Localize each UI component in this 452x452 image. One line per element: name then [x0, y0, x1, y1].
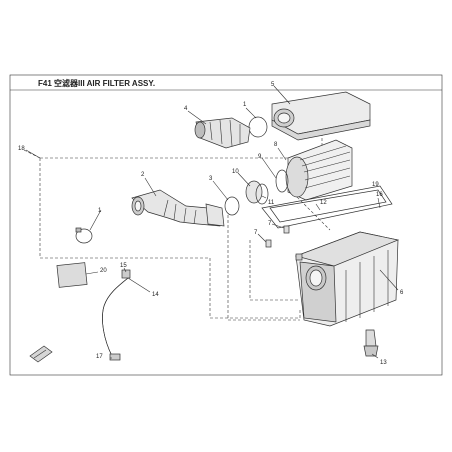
- air-box-housing: [294, 231, 400, 327]
- assembly-bracket-18-top: [23, 149, 41, 159]
- diagram-frame: [9, 74, 443, 376]
- callout-11: 11: [268, 200, 275, 206]
- callout-19: 19: [372, 182, 379, 188]
- hose-clamp-3: [224, 196, 240, 216]
- callout-13: 13: [380, 360, 387, 366]
- callout-9: 9: [258, 154, 262, 160]
- callout-10: 10: [232, 169, 239, 175]
- leader-lines: [25, 85, 399, 359]
- assembly-line-a: [227, 215, 300, 321]
- callout-16: 16: [376, 192, 383, 198]
- filter-gasket-frame: [261, 185, 393, 229]
- warning-label: [56, 262, 88, 288]
- callout-8: 8: [274, 142, 278, 148]
- hose-clamp-lower: [75, 227, 93, 244]
- callout-6: 6: [400, 290, 404, 296]
- intake-duct: [131, 189, 225, 227]
- drain-valve: [363, 329, 379, 357]
- assembly-line-b: [249, 240, 300, 301]
- hose-clamp-upper: [248, 116, 268, 138]
- callout-7-lower: 7: [254, 230, 258, 236]
- callout-15: 15: [120, 263, 127, 269]
- callout-1-upper: 1: [243, 102, 247, 108]
- front-direction-arrow: [29, 345, 53, 363]
- assembly-line-c: [289, 189, 331, 231]
- callout-4: 4: [184, 106, 188, 112]
- callout-17: 17: [96, 354, 103, 360]
- breather-hose: [102, 269, 131, 361]
- callout-7-upper: 7: [268, 221, 272, 227]
- assembly-bracket-18: [39, 157, 301, 319]
- callout-20: 20: [100, 268, 107, 274]
- callout-14: 14: [152, 292, 159, 298]
- callout-3: 3: [209, 176, 213, 182]
- intake-boot: [194, 117, 251, 149]
- callout-12: 12: [320, 200, 327, 206]
- callout-2: 2: [141, 172, 145, 178]
- diagram-title: F41 空滤器III AIR FILTER ASSY.: [38, 78, 155, 88]
- callout-18: 18: [18, 146, 25, 152]
- grommet-7b: [283, 225, 290, 234]
- callout-5: 5: [271, 82, 275, 88]
- filter-element: [275, 139, 353, 201]
- hose-clamp-11: [255, 183, 269, 205]
- callout-1-lower: 1: [98, 208, 102, 214]
- grommet-7: [265, 239, 272, 248]
- air-filter-cover: [271, 91, 371, 141]
